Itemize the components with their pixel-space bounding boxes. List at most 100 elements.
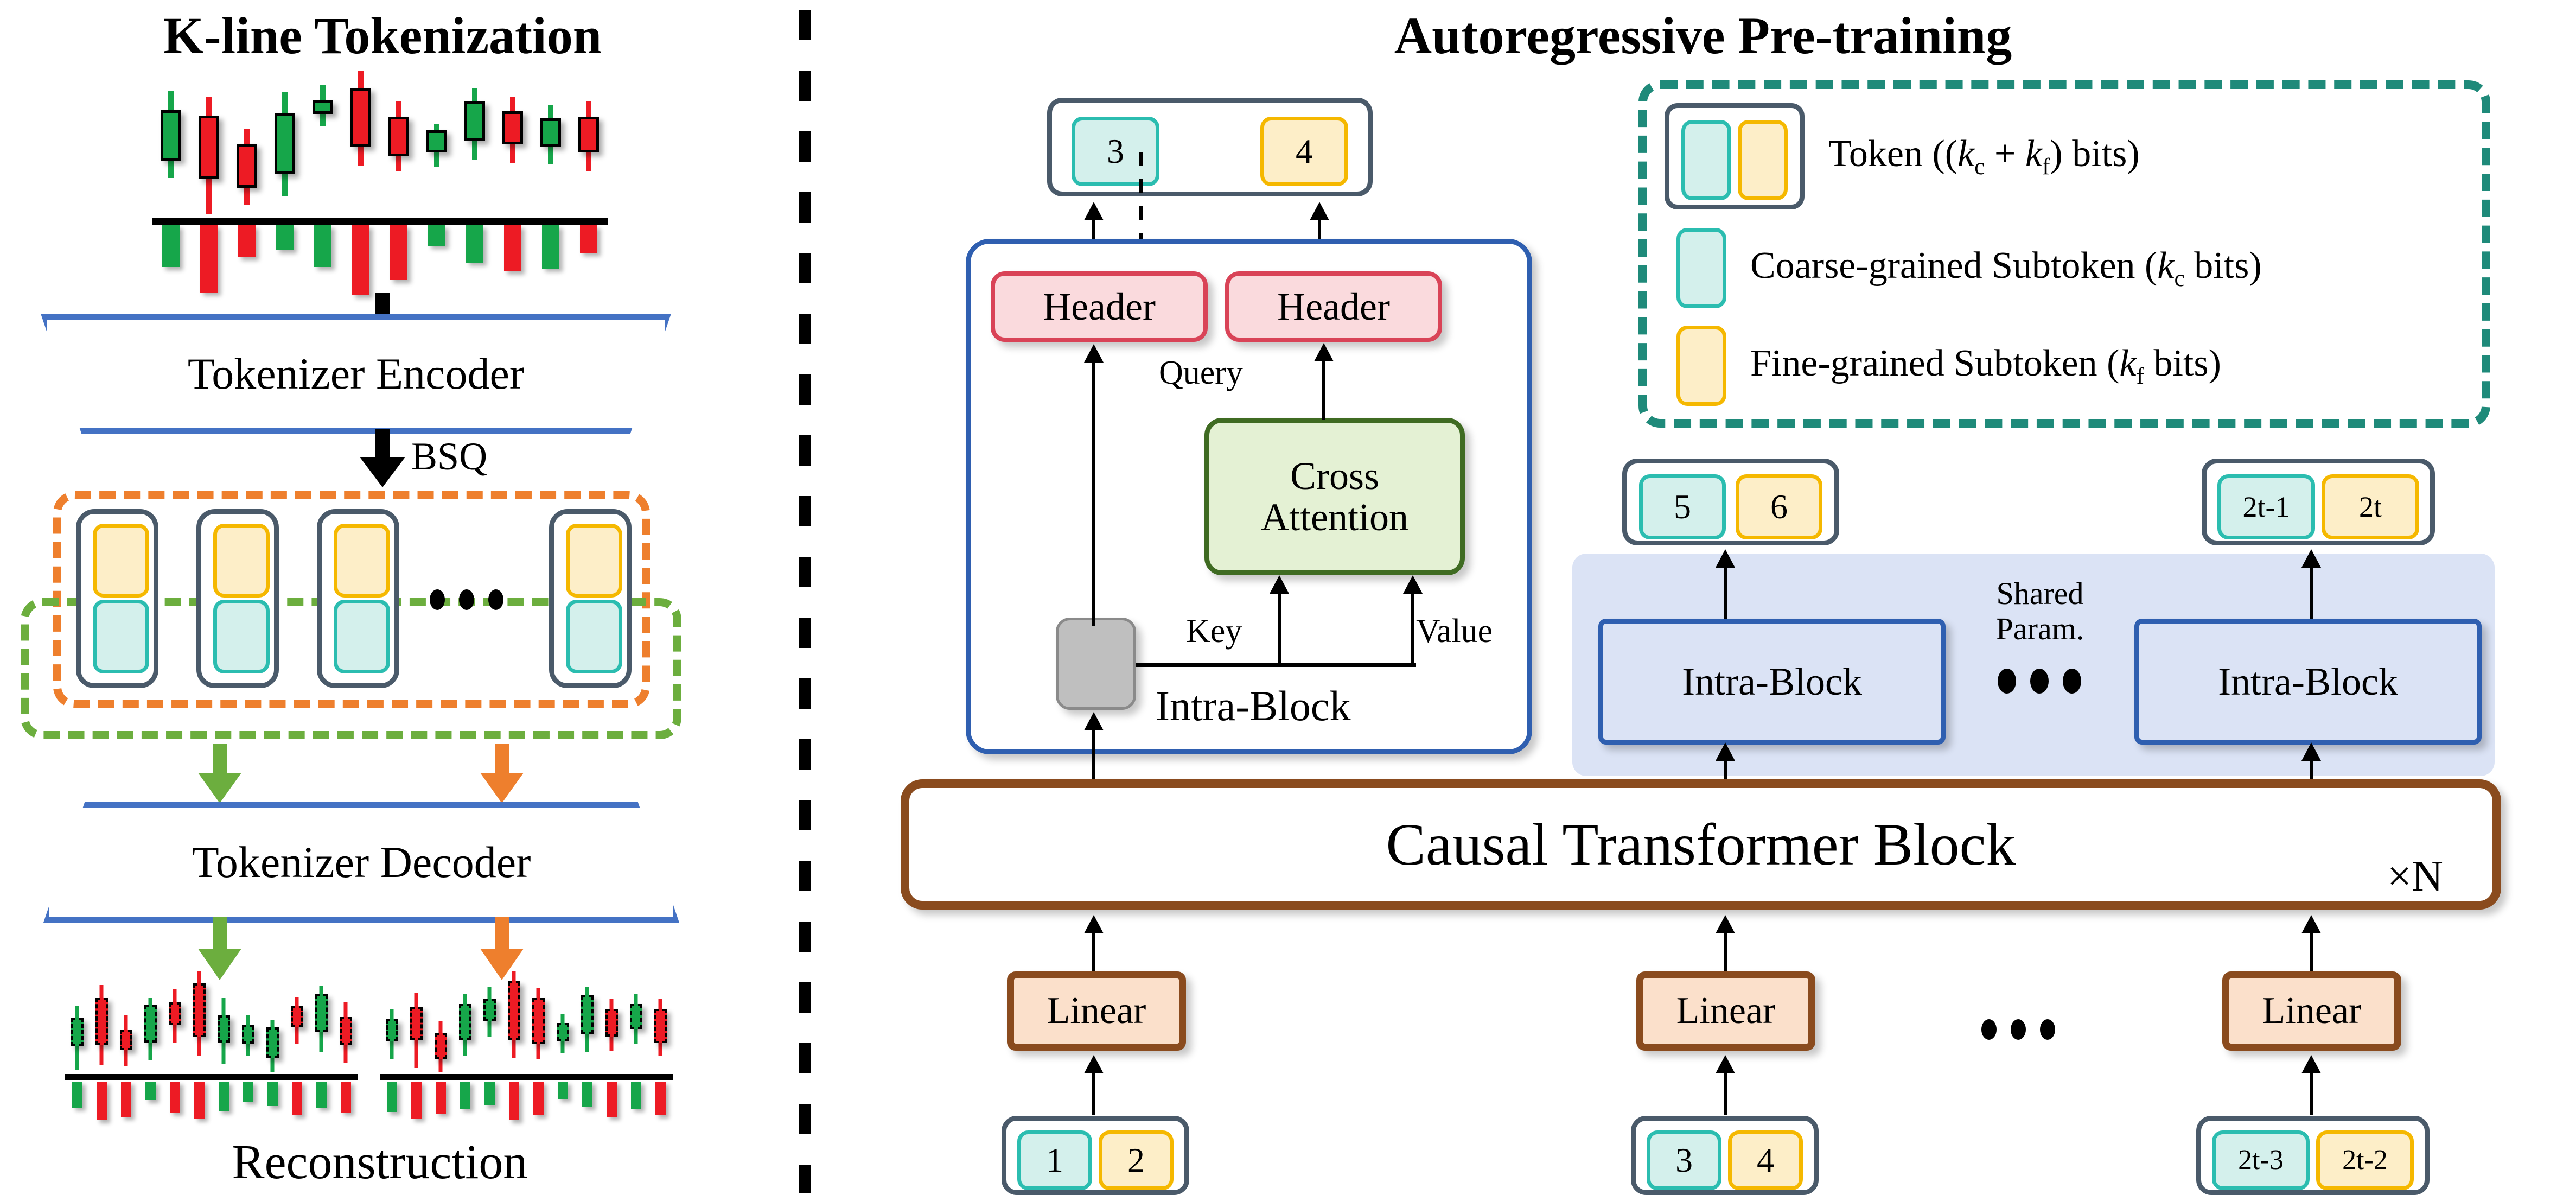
cross-attention-line1: Cross xyxy=(1290,454,1380,498)
output-subtoken-coarse: 3 xyxy=(1072,117,1159,186)
legend-fine-icon xyxy=(1676,326,1726,406)
shared-param-ellipsis xyxy=(1998,669,2081,694)
input-token-2-coarse: 3 xyxy=(1647,1130,1721,1190)
volume-bar xyxy=(428,225,446,246)
intra-block-mid[interactable]: Intra-Block xyxy=(1598,619,1946,745)
candlestick xyxy=(388,71,410,214)
arrow-decoder-recon-left xyxy=(195,917,244,982)
arrow-bsq xyxy=(358,429,407,487)
candlestick xyxy=(532,971,545,1072)
arrow-fine-to-decoder xyxy=(477,744,526,803)
arrow-attention-to-header xyxy=(1313,343,1335,420)
candlestick xyxy=(654,971,667,1072)
linear-block-right[interactable]: Linear xyxy=(2222,971,2401,1051)
candlestick xyxy=(168,971,182,1072)
header-left-box[interactable]: Header xyxy=(991,271,1208,342)
candlestick xyxy=(578,71,600,214)
intra-output-last-fine: 2t xyxy=(2322,474,2419,539)
intra-output-mid-coarse: 5 xyxy=(1639,474,1726,539)
bsq-token-card xyxy=(317,509,399,688)
legend-row-coarse: Coarse-grained Subtoken (kc bits) xyxy=(1676,228,2262,308)
kv-bus-line xyxy=(1136,663,1416,667)
candlestick xyxy=(241,971,255,1072)
candle-body xyxy=(241,1025,255,1044)
volume-bar xyxy=(316,1081,327,1108)
candle-body xyxy=(434,1033,448,1059)
candlestick xyxy=(507,971,521,1072)
candle-body xyxy=(198,116,220,179)
candle-body xyxy=(578,116,600,153)
candle-body xyxy=(629,1004,643,1030)
candle-body xyxy=(339,1016,353,1045)
intra-block-last[interactable]: Intra-Block xyxy=(2134,619,2482,745)
candle-body xyxy=(266,1027,279,1059)
candlestick xyxy=(483,971,496,1072)
causal-transformer-block[interactable]: Causal Transformer Block xyxy=(901,779,2501,910)
candlestick xyxy=(385,971,399,1072)
repeat-count-label: ×N xyxy=(2387,853,2443,900)
cross-attention-box[interactable]: Cross Attention xyxy=(1204,418,1465,575)
arrow-value-to-attention xyxy=(1402,575,1424,665)
arrow-coarse-to-decoder xyxy=(195,744,244,803)
legend-fine-text: Fine-grained Subtoken (kf bits) xyxy=(1750,342,2221,389)
arrow-linear-left-to-ctb xyxy=(1083,915,1105,976)
input-token-3-fine: 2t-2 xyxy=(2316,1130,2414,1190)
candlestick xyxy=(71,971,84,1072)
volume-bar xyxy=(557,1081,569,1100)
candle-body xyxy=(71,1018,84,1046)
candle-body xyxy=(654,1009,667,1043)
input-token-2: 3 4 xyxy=(1631,1116,1819,1195)
input-token-2-fine: 4 xyxy=(1728,1130,1803,1190)
volume-bar xyxy=(541,225,560,269)
candle-body xyxy=(540,118,562,147)
tokenizer-encoder-block[interactable]: Tokenizer Encoder xyxy=(41,314,671,434)
linear-block-left[interactable]: Linear xyxy=(1007,971,1186,1051)
legend-token-text: Token ((kc + kf) bits) xyxy=(1828,133,2140,180)
legend-coarse-icon xyxy=(1676,228,1726,308)
legend-coarse-text: Coarse-grained Subtoken (kc bits) xyxy=(1750,245,2262,291)
candle-body xyxy=(119,1030,133,1051)
arrow-linear-mid-to-ctb xyxy=(1714,915,1736,976)
header-right-box[interactable]: Header xyxy=(1225,271,1442,342)
candlestick xyxy=(339,971,353,1072)
volume-bar xyxy=(606,1081,617,1117)
token-group-outline-orange xyxy=(53,491,650,708)
volume-bar xyxy=(238,225,256,258)
page-title-left: K-line Tokenization xyxy=(163,7,602,65)
volume-bar xyxy=(390,225,408,280)
candlestick xyxy=(160,71,182,214)
candle-body xyxy=(160,110,182,161)
linear-row-ellipsis xyxy=(1981,1019,2055,1040)
candle-body xyxy=(236,143,258,188)
legend-token-pair-icon xyxy=(1665,103,1805,209)
arrow-ctb-to-state xyxy=(1083,712,1105,786)
volume-bar xyxy=(411,1081,422,1119)
legend-coarse-swatch xyxy=(1681,120,1731,200)
candle-body xyxy=(274,113,296,175)
tokenizer-decoder-block[interactable]: Tokenizer Decoder xyxy=(43,802,679,923)
candle-body xyxy=(410,1006,423,1041)
bsq-subtoken-fine xyxy=(93,524,149,598)
volume-bar xyxy=(243,1081,254,1102)
candlestick xyxy=(144,971,157,1072)
candlestick xyxy=(605,971,619,1072)
volume-bar xyxy=(291,1081,303,1116)
tokenizer-decoder-label: Tokenizer Decoder xyxy=(192,837,531,887)
linear-block-mid[interactable]: Linear xyxy=(1636,971,1815,1051)
candle-body xyxy=(426,130,448,153)
candle-body xyxy=(464,101,486,141)
candle-body xyxy=(458,1004,472,1041)
candlestick xyxy=(426,71,448,214)
candlestick xyxy=(198,71,220,214)
header-right-label: Header xyxy=(1277,284,1390,328)
bsq-label: BSQ xyxy=(411,435,488,478)
page-title-right: Autoregressive Pre-training xyxy=(1394,7,2012,65)
candle-body xyxy=(168,1002,182,1025)
bsq-token-card xyxy=(196,509,279,688)
candlestick xyxy=(193,971,206,1072)
bsq-token-card xyxy=(549,509,632,688)
causal-transformer-block-label: Causal Transformer Block xyxy=(1386,811,2016,878)
volume-bar xyxy=(340,1081,352,1113)
tokenizer-encoder-label: Tokenizer Encoder xyxy=(187,349,525,398)
intra-output-last-coarse: 2t-1 xyxy=(2217,474,2315,539)
